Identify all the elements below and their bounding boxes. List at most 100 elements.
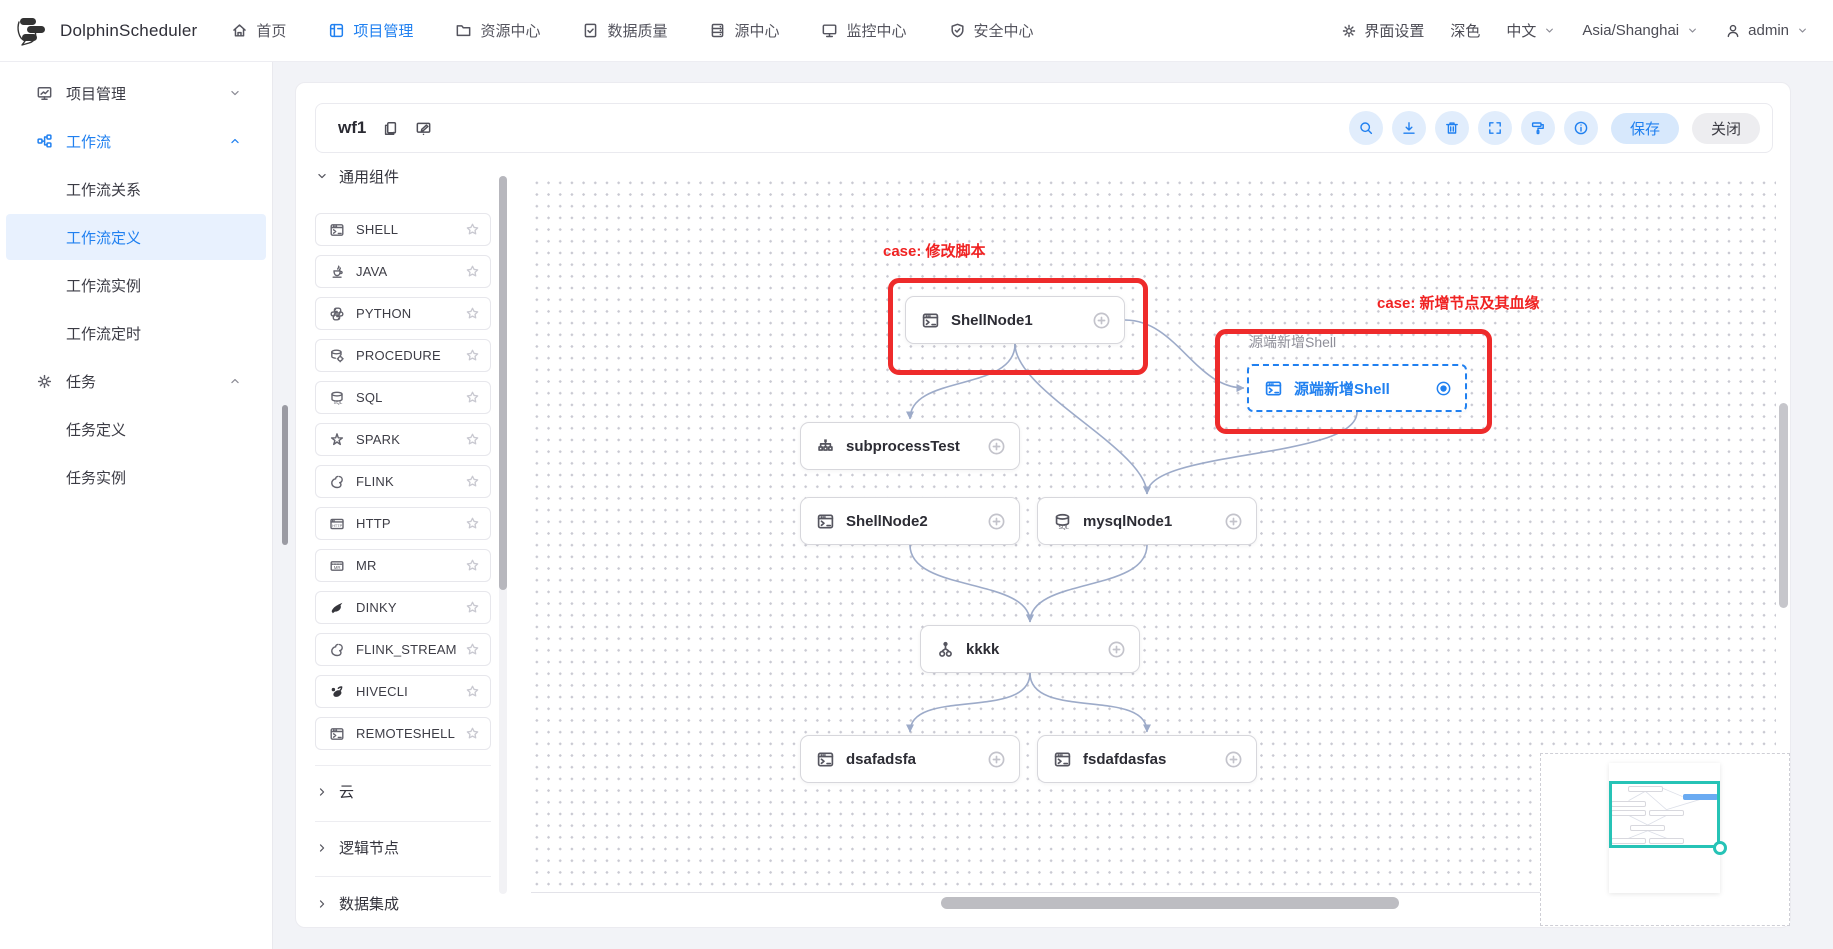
plus-circle-icon[interactable] <box>1107 640 1126 659</box>
terminal-icon <box>816 750 835 769</box>
nav-item-项目管理[interactable]: 项目管理 <box>328 20 413 41</box>
palette-scrollbar[interactable] <box>499 176 507 590</box>
squirrel-icon <box>329 642 345 658</box>
user-menu[interactable]: admin <box>1725 22 1809 39</box>
copy-icon[interactable] <box>382 120 399 137</box>
palette-section-数据集成[interactable]: 数据集成 <box>315 893 399 914</box>
star-icon[interactable] <box>465 642 480 657</box>
nav-item-数据质量[interactable]: 数据质量 <box>582 20 667 41</box>
screen-edit-icon[interactable] <box>415 120 432 137</box>
palette-section-通用组件[interactable]: 通用组件 <box>315 165 399 187</box>
sidebar-item-任务定义[interactable]: 任务定义 <box>6 406 266 452</box>
palette-item-SPARK[interactable]: SPARK <box>315 423 491 456</box>
terminal-icon <box>921 311 940 330</box>
language-select[interactable]: 中文 <box>1506 20 1556 41</box>
star-icon[interactable] <box>465 306 480 321</box>
star-icon[interactable] <box>465 222 480 237</box>
radio-selected-icon[interactable] <box>1435 380 1452 397</box>
sidebar-item-任务[interactable]: 任务 <box>6 358 266 404</box>
sidebar-item-label: 任务定义 <box>66 421 127 439</box>
sidebar-item-工作流实例[interactable]: 工作流实例 <box>6 262 266 308</box>
trash-button[interactable] <box>1434 111 1469 145</box>
format-button[interactable] <box>1520 111 1555 145</box>
plus-circle-icon[interactable] <box>987 437 1006 456</box>
palette-item-label: PROCEDURE <box>356 348 441 363</box>
close-button[interactable]: 关闭 <box>1691 112 1760 144</box>
star-icon[interactable] <box>465 264 480 279</box>
star-icon[interactable] <box>465 726 480 741</box>
dag-node-fsdafdasfas[interactable]: fsdafdasfas <box>1037 735 1257 783</box>
star-icon[interactable] <box>465 390 480 405</box>
home-icon <box>231 22 248 39</box>
sidebar-scrollbar[interactable] <box>282 405 288 545</box>
sidebar-item-工作流定义[interactable]: 工作流定义 <box>6 214 266 260</box>
canvas-vertical-scrollbar[interactable] <box>1779 403 1788 608</box>
star-icon[interactable] <box>465 432 480 447</box>
timezone-select[interactable]: Asia/Shanghai <box>1582 22 1699 39</box>
palette-item-FLINK[interactable]: FLINK <box>315 465 491 498</box>
nav-item-安全中心[interactable]: 安全中心 <box>949 20 1034 41</box>
dag-node-ShellNode2[interactable]: ShellNode2 <box>800 497 1020 545</box>
dag-node-dsafadsfa[interactable]: dsafadsfa <box>800 735 1020 783</box>
minimap-resize-handle[interactable] <box>1713 841 1727 855</box>
palette-item-DINKY[interactable]: DINKY <box>315 591 491 624</box>
palette-item-SHELL[interactable]: SHELL <box>315 213 491 246</box>
sidebar-item-项目管理[interactable]: 项目管理 <box>6 70 266 116</box>
star-icon[interactable] <box>465 516 480 531</box>
sidebar-item-工作流[interactable]: 工作流 <box>6 118 266 164</box>
palette-divider <box>315 876 491 877</box>
nav-item-首页[interactable]: 首页 <box>231 20 286 41</box>
user-name: admin <box>1748 22 1789 39</box>
nav-item-监控中心[interactable]: 监控中心 <box>821 20 907 41</box>
minimap-viewport[interactable] <box>1609 781 1720 848</box>
brand[interactable]: DolphinScheduler <box>0 14 197 48</box>
canvas-horizontal-scrollbar[interactable] <box>941 897 1399 909</box>
dag-node-kkkk[interactable]: kkkk <box>920 625 1140 673</box>
palette-item-HIVECLI[interactable]: HIVECLI <box>315 675 491 708</box>
minimap-edge <box>1662 788 1683 797</box>
sidebar-item-任务实例[interactable]: 任务实例 <box>6 454 266 500</box>
star-icon[interactable] <box>465 684 480 699</box>
java-icon <box>329 264 345 280</box>
dag-node-subprocessTest[interactable]: subprocessTest <box>800 422 1020 470</box>
star-icon[interactable] <box>465 558 480 573</box>
dag-node-label: ShellNode1 <box>951 311 1033 329</box>
search-button[interactable] <box>1348 111 1383 145</box>
plus-circle-icon[interactable] <box>1224 750 1243 769</box>
palette-section-label: 逻辑节点 <box>339 840 400 857</box>
sidebar-item-label: 工作流关系 <box>66 181 142 199</box>
sidebar-item-工作流关系[interactable]: 工作流关系 <box>6 166 266 212</box>
terminal-icon <box>329 726 345 742</box>
nav-item-资源中心[interactable]: 资源中心 <box>455 20 540 41</box>
palette-item-PROCEDURE[interactable]: PROCEDURE <box>315 339 491 372</box>
info-button[interactable] <box>1563 111 1598 145</box>
theme-toggle[interactable]: 深色 <box>1450 20 1480 41</box>
ui-settings-button[interactable]: 界面设置 <box>1341 20 1424 41</box>
star-icon[interactable] <box>465 474 480 489</box>
plus-circle-icon[interactable] <box>1092 311 1111 330</box>
plus-circle-icon[interactable] <box>987 750 1006 769</box>
palette-item-PYTHON[interactable]: PYTHON <box>315 297 491 330</box>
sidebar-item-工作流定时[interactable]: 工作流定时 <box>6 310 266 356</box>
dag-node-ShellNode1[interactable]: ShellNode1 <box>905 296 1125 344</box>
palette-item-FLINK_STREAM[interactable]: FLINK_STREAM <box>315 633 491 666</box>
search-icon <box>1358 120 1374 136</box>
star-icon[interactable] <box>465 348 480 363</box>
palette-section-逻辑节点[interactable]: 逻辑节点 <box>315 837 399 858</box>
palette-item-JAVA[interactable]: JAVA <box>315 255 491 288</box>
dag-toolbar: wf1 保存 关闭 <box>315 103 1773 153</box>
plus-circle-icon[interactable] <box>987 512 1006 531</box>
palette-section-云[interactable]: 云 <box>315 781 354 802</box>
dag-node-源端新增Shell[interactable]: 源端新增Shell <box>1247 364 1467 412</box>
star-icon[interactable] <box>465 600 480 615</box>
palette-item-REMOTESHELL[interactable]: REMOTESHELL <box>315 717 491 750</box>
save-button[interactable]: 保存 <box>1610 112 1679 144</box>
fit-screen-button[interactable] <box>1477 111 1512 145</box>
nav-item-源中心[interactable]: 源中心 <box>709 20 779 41</box>
plus-circle-icon[interactable] <box>1224 512 1243 531</box>
download-button[interactable] <box>1391 111 1426 145</box>
